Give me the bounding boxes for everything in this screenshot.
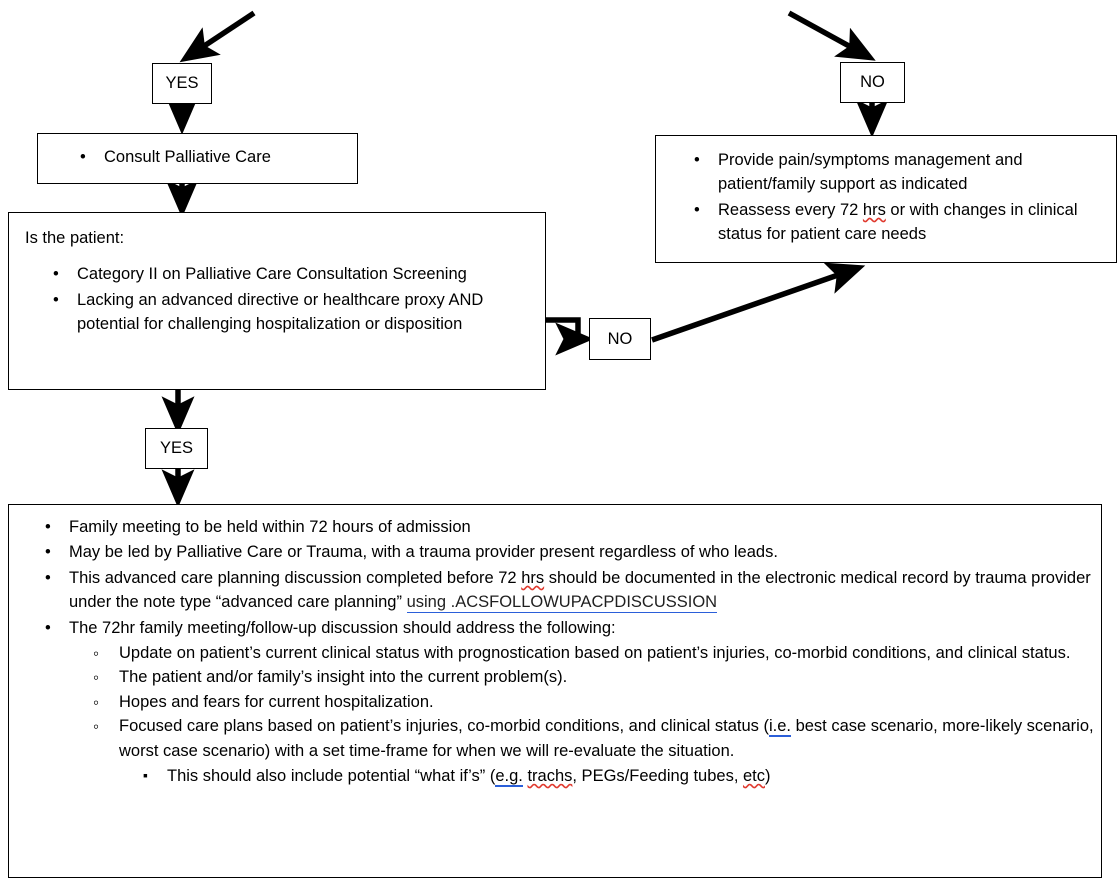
spellcheck-marker: hrs <box>521 568 545 587</box>
no-branch-action-box: Provide pain/symptoms management and pat… <box>655 135 1117 263</box>
acp-discussion-hyperlink[interactable]: using .ACSFOLLOWUPACPDISCUSSION <box>406 593 718 614</box>
consult-bullet-list: Consult Palliative Care <box>52 145 343 170</box>
arrow-into-yes-top <box>179 10 256 63</box>
arrow-no-mid-to-right-box <box>651 262 866 343</box>
bottom-bullet-list: Family meeting to be held within 72 hour… <box>17 515 1095 788</box>
list-item: Focused care plans based on patient’s in… <box>69 714 1095 788</box>
list-item: Lacking an advanced directive or healthc… <box>25 288 531 337</box>
spellcheck-marker: hrs <box>862 200 886 219</box>
list-item: The 72hr family meeting/follow-up discus… <box>17 616 1095 789</box>
list-item: Reassess every 72 hrs or with changes in… <box>666 198 1102 247</box>
decision-no-mid-label: NO <box>607 329 633 348</box>
grammar-marker: e.g. <box>495 767 523 788</box>
no-branch-box-content: Provide pain/symptoms management and pat… <box>656 136 1116 262</box>
decision-no-mid[interactable]: NO <box>589 318 651 360</box>
patient-criteria-question-box: Is the patient: Category II on Palliativ… <box>8 212 546 390</box>
list-item: Update on patient’s current clinical sta… <box>69 641 1095 667</box>
list-item: Hopes and fears for current hospitalizat… <box>69 690 1095 716</box>
arrow-into-no-top <box>787 10 876 61</box>
decision-yes-top-label: YES <box>165 74 199 93</box>
bottom-box-content: Family meeting to be held within 72 hour… <box>9 505 1101 877</box>
decision-yes-mid-label: YES <box>159 439 194 458</box>
decision-yes-top[interactable]: YES <box>152 63 212 104</box>
spellcheck-marker: trachs <box>527 767 573 786</box>
family-meeting-detail-box: Family meeting to be held within 72 hour… <box>8 504 1102 878</box>
no-branch-bullet-list: Provide pain/symptoms management and pat… <box>666 148 1102 247</box>
bottom-subsub-list: This should also include potential “what… <box>119 764 1095 788</box>
decision-yes-mid[interactable]: YES <box>145 428 208 469</box>
list-item: Category II on Palliative Care Consultat… <box>25 262 531 287</box>
consult-box-content: Consult Palliative Care <box>38 134 357 183</box>
list-item: Provide pain/symptoms management and pat… <box>666 148 1102 197</box>
question-headline: Is the patient: <box>25 229 125 247</box>
spellcheck-marker: etc <box>742 767 765 786</box>
bottom-sub-list: Update on patient’s current clinical sta… <box>69 641 1095 788</box>
grammar-marker: i.e. <box>768 717 791 738</box>
list-item: This should also include potential “what… <box>119 764 1095 788</box>
list-item: Family meeting to be held within 72 hour… <box>17 515 1095 540</box>
decision-no-top[interactable]: NO <box>840 62 905 103</box>
list-item: Consult Palliative Care <box>52 145 343 170</box>
list-item: The patient and/or family’s insight into… <box>69 665 1095 691</box>
list-item: This advanced care planning discussion c… <box>17 566 1095 615</box>
consult-palliative-care-box: Consult Palliative Care <box>37 133 358 184</box>
question-box-content: Is the patient: Category II on Palliativ… <box>9 213 545 389</box>
list-item: May be led by Palliative Care or Trauma,… <box>17 540 1095 565</box>
decision-no-top-label: NO <box>860 73 885 92</box>
arrow-question-to-no-mid <box>546 317 594 356</box>
question-bullet-list: Category II on Palliative Care Consultat… <box>25 262 531 336</box>
